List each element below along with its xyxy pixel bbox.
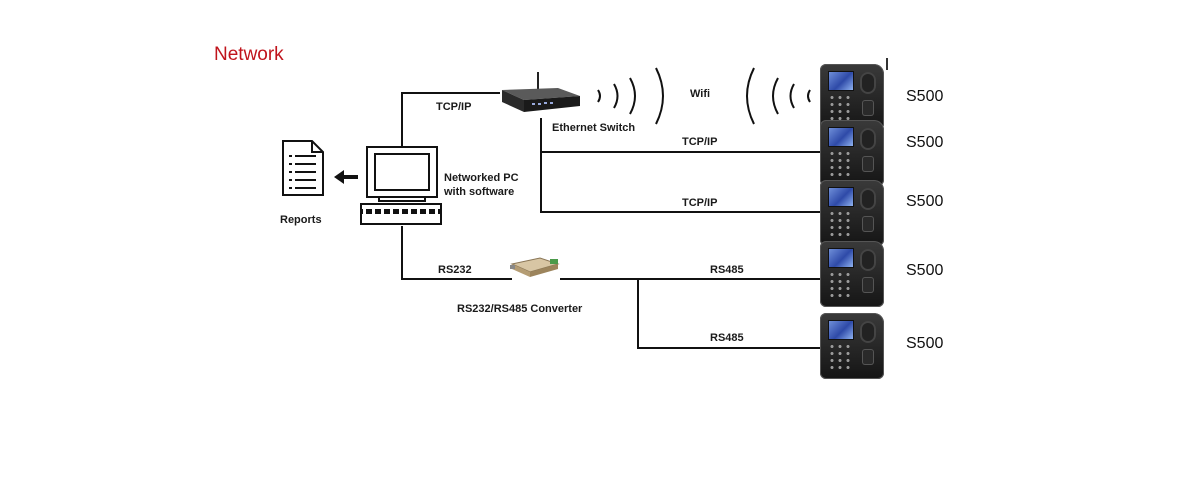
converter-label: RS232/RS485 Converter	[457, 303, 583, 315]
link-label-conv-dev5: RS485	[710, 332, 744, 344]
left-arrow-icon	[334, 170, 358, 184]
time-clock-device-2	[820, 120, 884, 186]
device-model-5: S500	[906, 335, 944, 352]
router-label: Ethernet Switch	[552, 122, 636, 134]
link-label-pc-router: TCP/IP	[436, 101, 472, 113]
time-clock-device-4	[820, 241, 884, 307]
computer-icon	[360, 146, 442, 226]
link-label-wifi: Wifi	[690, 88, 711, 100]
antenna-icon	[886, 58, 888, 70]
time-clock-device-3	[820, 180, 884, 246]
link-label-pc-converter: RS232	[438, 264, 472, 276]
line-pc-router	[401, 92, 500, 148]
pc-label-line2: with software	[444, 186, 515, 198]
link-label-switch-dev2: TCP/IP	[682, 136, 718, 148]
line-pc-converter	[401, 226, 512, 280]
device-model-4: S500	[906, 262, 944, 279]
time-clock-device-5	[820, 313, 884, 379]
diagram-title: Network	[214, 44, 284, 65]
device-model-3: S500	[906, 193, 944, 210]
link-label-conv-dev4: RS485	[710, 264, 744, 276]
reports-label: Reports	[280, 214, 322, 226]
line-switch-dev3	[540, 152, 820, 213]
converter-icon	[510, 256, 560, 278]
device-model-1: S500	[906, 88, 944, 105]
line-conv-dev5	[637, 279, 820, 349]
router-icon	[498, 72, 582, 116]
link-label-switch-dev3: TCP/IP	[682, 197, 718, 209]
document-icon	[282, 140, 324, 196]
time-clock-device-1	[820, 64, 884, 130]
wifi-signal-icon	[597, 67, 811, 125]
device-model-2: S500	[906, 134, 944, 151]
pc-label-line1: Networked PC	[444, 172, 519, 184]
